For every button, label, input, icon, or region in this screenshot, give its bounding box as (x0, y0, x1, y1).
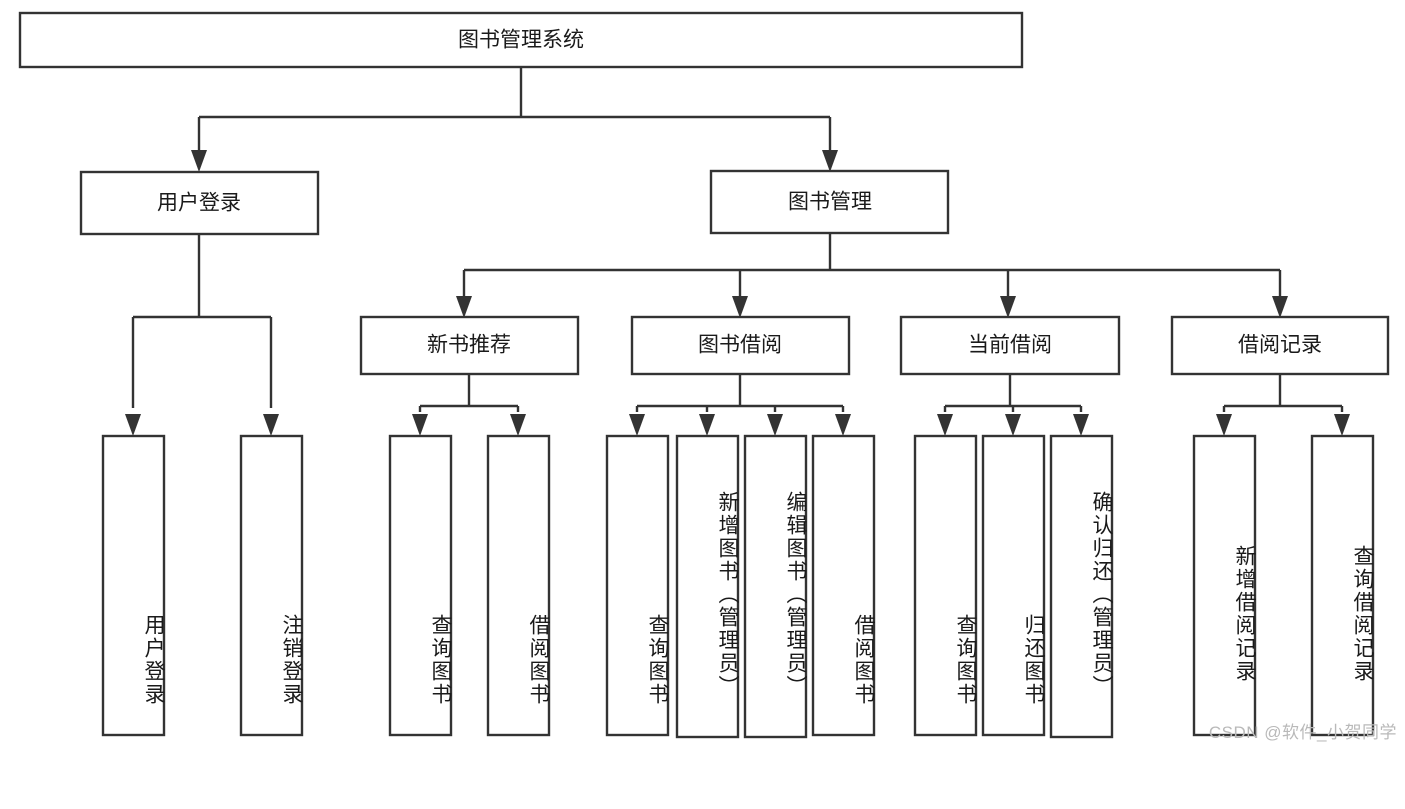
arrow-bookborrow-leaf-1 (629, 414, 645, 436)
arrow-bookborrow-leaf-2 (699, 414, 715, 436)
node-leaf-query-book-1-rect[interactable] (388, 434, 453, 737)
node-leaf-borrow-book-2-rect[interactable] (811, 434, 876, 737)
node-book-manage[interactable]: 图书管理 (709, 169, 950, 235)
arrow-bookborrow-leaf-4 (835, 414, 851, 436)
arrow-bookmanage-child-4 (1272, 296, 1288, 318)
node-leaf-add-book-rect[interactable] (675, 434, 740, 739)
node-new-book-recommend[interactable]: 新书推荐 (359, 315, 580, 376)
node-leaf-confirm-return-rect[interactable] (1049, 434, 1114, 739)
arrow-newbook-leaf-2 (510, 414, 526, 436)
node-new-book-recommend-label: 新书推荐 (427, 334, 511, 357)
diagram-canvas: 图书管理系统 用户登录 图书管理 新书推荐 图书借阅 (18, 11, 1397, 742)
arrow-bookmanage-child-3 (1000, 296, 1016, 318)
arrow-currentborrow-leaf-1 (937, 414, 953, 436)
node-current-borrow[interactable]: 当前借阅 (899, 315, 1121, 376)
node-current-borrow-rect[interactable] (899, 315, 1121, 376)
arrow-newbook-leaf-1 (412, 414, 428, 436)
arrow-currentborrow-leaf-2 (1005, 414, 1021, 436)
node-book-manage-rect[interactable] (709, 169, 950, 235)
node-layer: 图书管理系统 用户登录 图书管理 新书推荐 图书借阅 (18, 11, 1390, 739)
node-leaf-borrow-book-1-rect[interactable] (486, 434, 551, 737)
node-root-rect[interactable] (18, 11, 1024, 69)
node-leaf-user-logout-rect[interactable] (239, 434, 304, 737)
node-leaf-query-book-3-rect[interactable] (913, 434, 978, 737)
arrow-bookmanage-child-2 (732, 296, 748, 318)
arrow-userlogin-leaf-1 (125, 414, 141, 436)
node-borrow-record-label: 借阅记录 (1238, 334, 1322, 357)
csdn-watermark: CSDN @软件_小贺同学 (1208, 723, 1397, 742)
node-book-manage-label: 图书管理 (788, 191, 872, 214)
arrow-borrowrecord-leaf-2 (1334, 414, 1350, 436)
node-leaf-edit-book-rect[interactable] (743, 434, 808, 739)
node-user-login[interactable]: 用户登录 (79, 170, 320, 236)
node-book-borrow-rect[interactable] (630, 315, 851, 376)
node-borrow-record-rect[interactable] (1170, 315, 1390, 376)
node-leaf-user-login-rect[interactable] (101, 434, 166, 737)
node-root[interactable]: 图书管理系统 (18, 11, 1024, 69)
node-user-login-label: 用户登录 (157, 192, 241, 215)
node-current-borrow-label: 当前借阅 (968, 334, 1052, 357)
connector-layer (125, 67, 1350, 436)
node-new-book-recommend-rect[interactable] (359, 315, 580, 376)
arrow-bookmanage-child-1 (456, 296, 472, 318)
arrow-root-to-userlogin (191, 150, 207, 172)
tree-diagram-svg: 图书管理系统 用户登录 图书管理 新书推荐 图书借阅 (18, 11, 1390, 739)
arrow-root-to-bookmanage (822, 150, 838, 172)
node-leaf-query-record-rect[interactable] (1310, 434, 1375, 737)
node-borrow-record[interactable]: 借阅记录 (1170, 315, 1390, 376)
node-root-label: 图书管理系统 (458, 29, 584, 52)
arrow-borrowrecord-leaf-1 (1216, 414, 1232, 436)
node-book-borrow-label: 图书借阅 (698, 334, 782, 357)
arrow-currentborrow-leaf-3 (1073, 414, 1089, 436)
node-leaf-return-book-rect[interactable] (981, 434, 1046, 737)
node-book-borrow[interactable]: 图书借阅 (630, 315, 851, 376)
node-leaf-add-record-rect[interactable] (1192, 434, 1257, 737)
arrow-bookborrow-leaf-3 (767, 414, 783, 436)
node-user-login-rect[interactable] (79, 170, 320, 236)
node-leaf-query-book-2-rect[interactable] (605, 434, 670, 737)
arrow-userlogin-leaf-2 (263, 414, 279, 436)
